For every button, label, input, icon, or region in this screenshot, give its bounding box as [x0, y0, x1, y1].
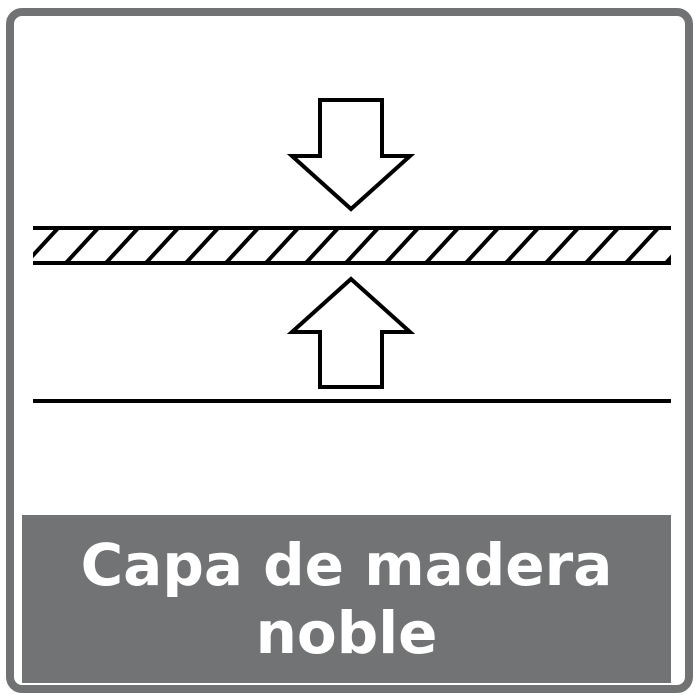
hatched-wood-layer	[33, 226, 671, 265]
label-line-2: noble	[255, 599, 438, 667]
label-line-1: Capa de madera	[80, 531, 613, 599]
arrow-up-icon	[286, 276, 416, 389]
arrow-down-icon	[286, 98, 416, 212]
label-box: Capa de madera noble	[22, 515, 671, 683]
